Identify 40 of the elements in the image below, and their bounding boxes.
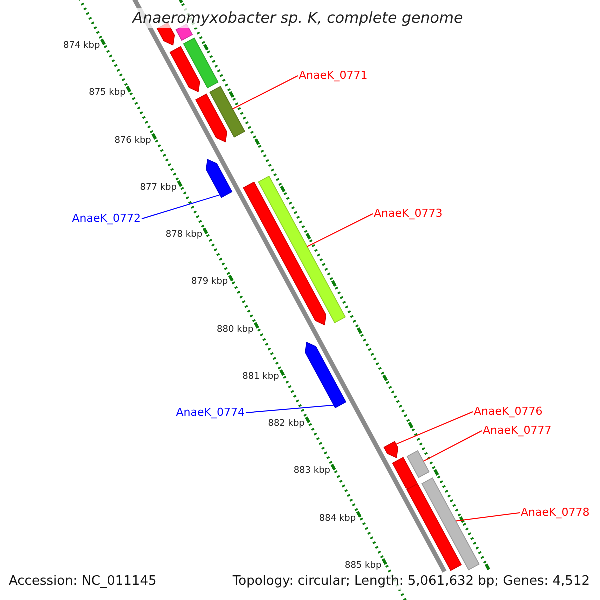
scale-label: 874 kbp — [64, 41, 100, 52]
leader-line — [246, 404, 335, 414]
scale-label: 877 kbp — [140, 182, 177, 194]
leader-line — [306, 214, 374, 248]
scale-label: 875 kbp — [89, 88, 126, 100]
gene-label: AnaeK_0773 — [374, 207, 443, 220]
gene-feature — [422, 478, 480, 571]
scale-label: 883 kbp — [294, 466, 330, 478]
gene-feature — [206, 159, 233, 198]
gene-feature — [406, 484, 462, 572]
gene-label: AnaeK_0778 — [521, 506, 590, 519]
leader-line — [232, 76, 298, 110]
gene-label: AnaeK_0774 — [176, 406, 245, 419]
scale-label: 881 kbp — [242, 372, 280, 383]
gene-feature — [195, 94, 228, 143]
gene-label: AnaeK_0777 — [483, 424, 552, 437]
gene-feature — [384, 441, 399, 458]
gene-label: AnaeK_0772 — [72, 212, 141, 225]
leader-line — [456, 512, 520, 522]
scale-label: 882 kbp — [268, 419, 305, 430]
leader-line — [396, 412, 474, 445]
gene-feature — [243, 182, 327, 326]
gene-feature — [305, 342, 347, 408]
scale-label: 876 kbp — [114, 136, 152, 147]
leader-line — [142, 194, 221, 220]
gene-feature — [406, 450, 430, 478]
scale-label: 884 kbp — [319, 514, 356, 525]
genome-info: Topology: circular; Length: 5,061,632 bp; Genes: 4,512 — [232, 574, 590, 590]
scale-label: 878 kbp — [166, 230, 203, 242]
scale-label: 880 kbp — [217, 324, 254, 336]
gene-feature — [258, 176, 346, 324]
gene-label: AnaeK_0771 — [299, 69, 368, 82]
gene-feature — [210, 86, 246, 138]
gene-label: AnaeK_0776 — [474, 405, 543, 418]
genome-info: Accession: NC_011145 — [9, 574, 157, 590]
gene-feature — [170, 46, 200, 93]
gene-feature — [183, 38, 219, 89]
scale-label: 879 kbp — [191, 277, 228, 288]
leader-line — [423, 430, 482, 462]
scale-label: 885 kbp — [344, 560, 382, 572]
